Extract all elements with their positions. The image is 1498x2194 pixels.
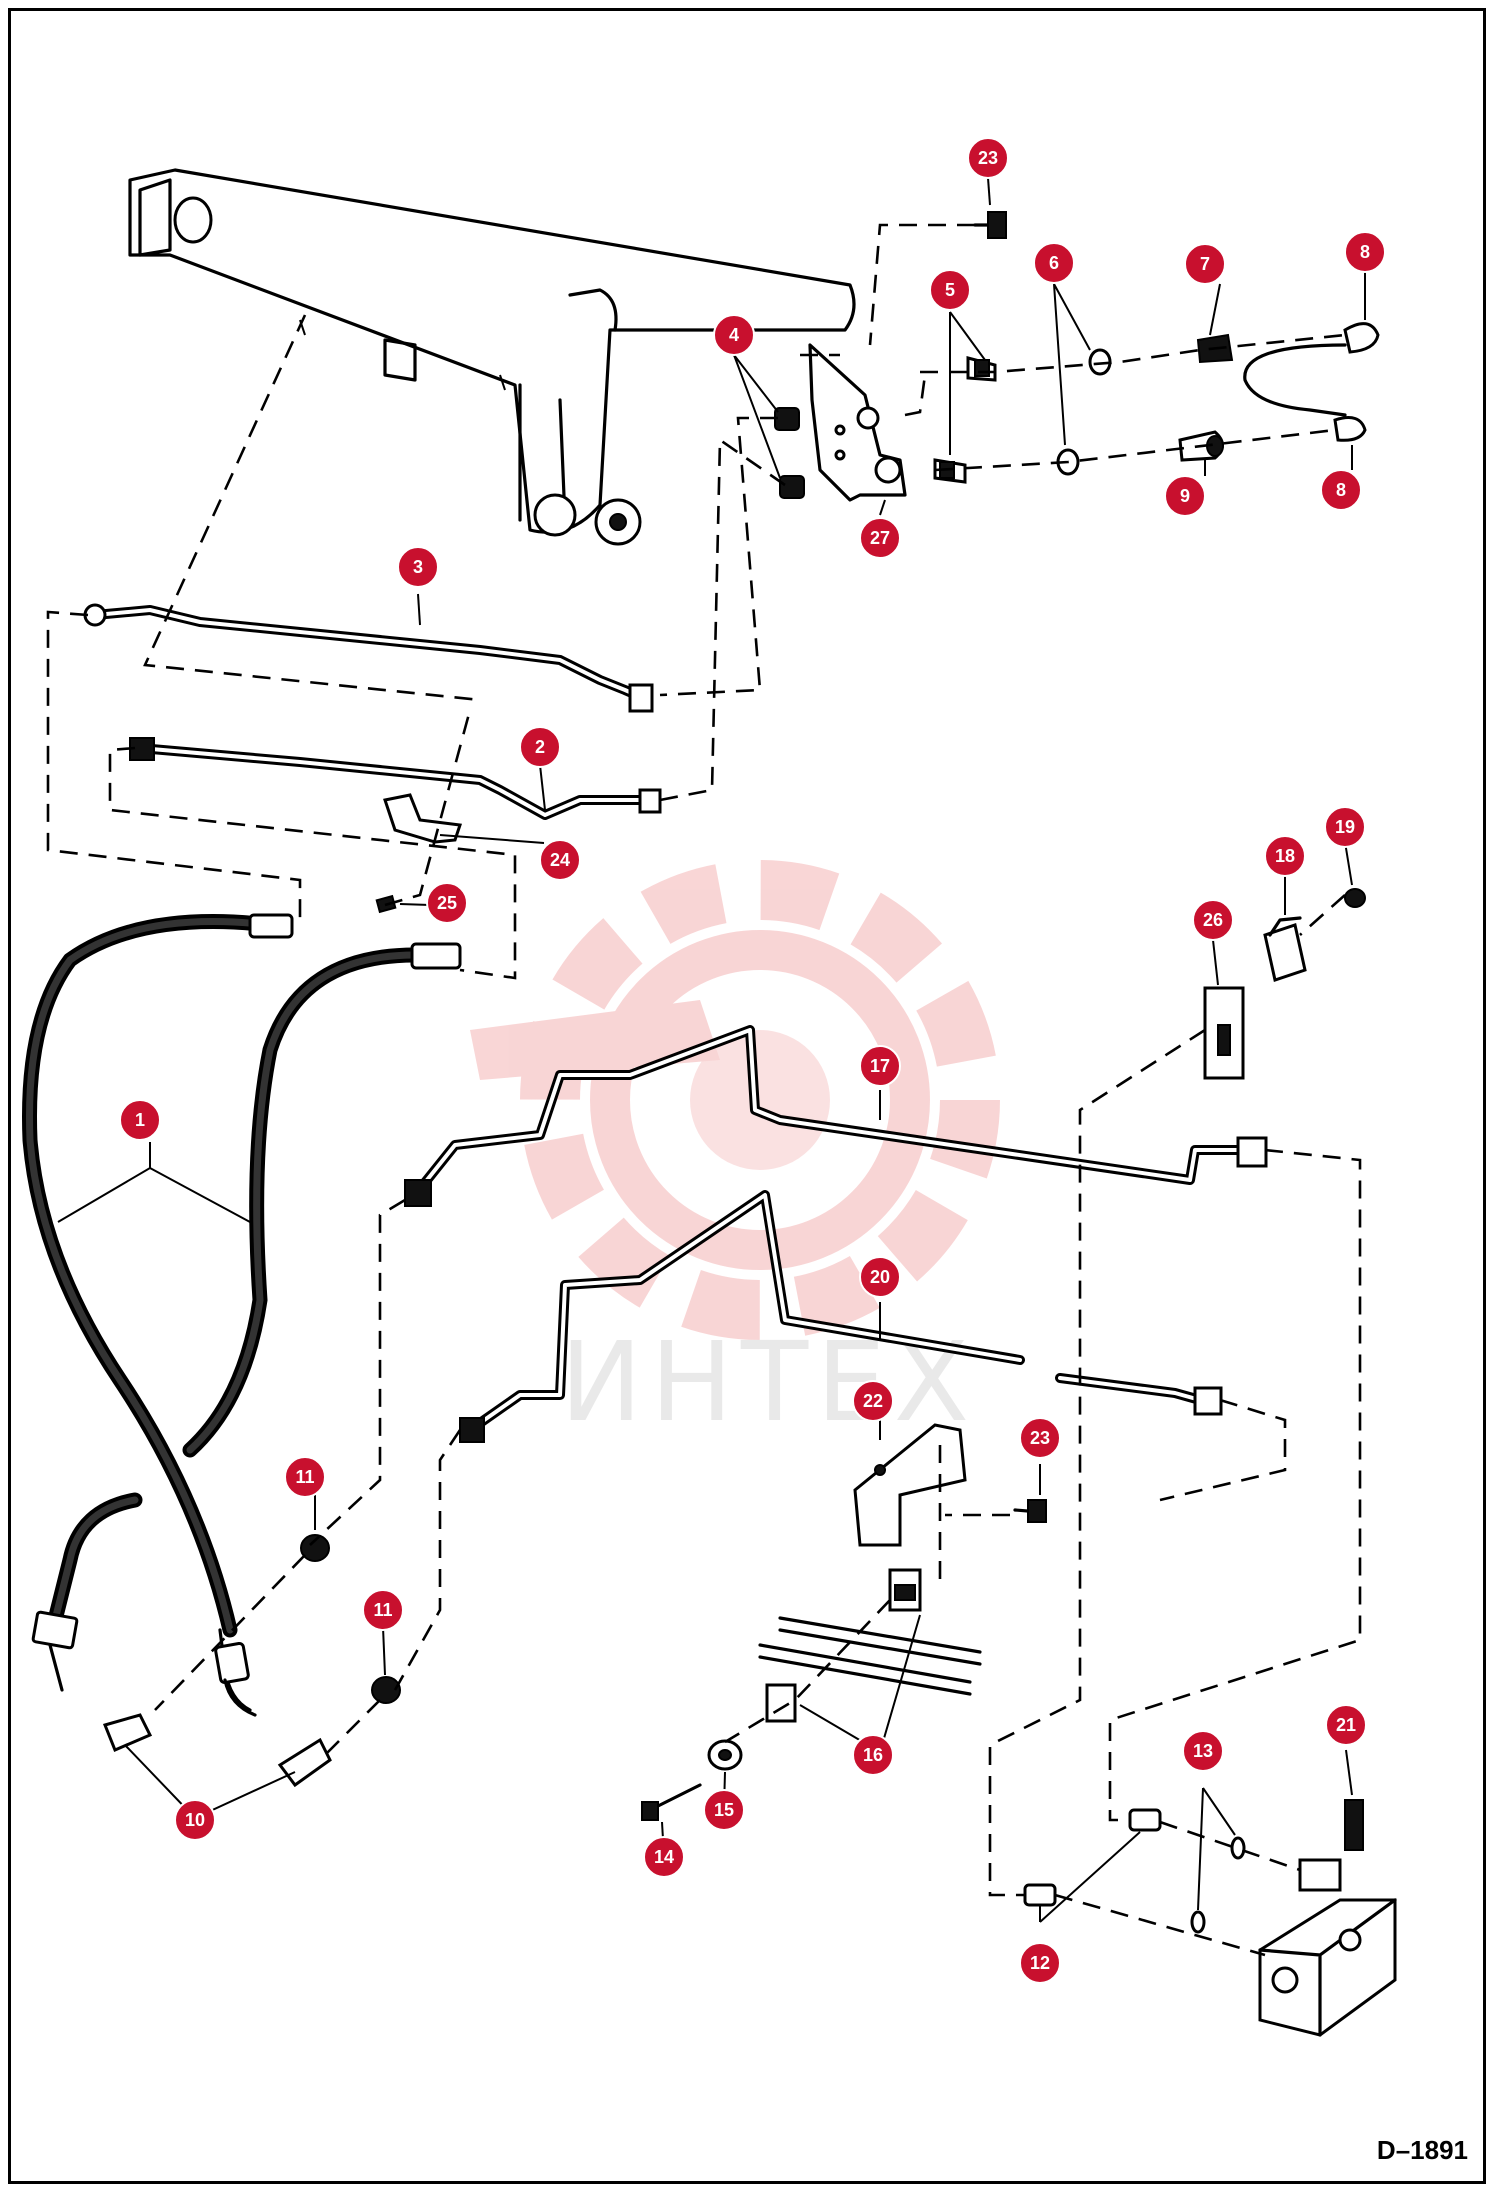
nuts-11 <box>300 1534 401 1704</box>
svg-text:13: 13 <box>1193 1741 1213 1761</box>
adapter-fittings <box>933 356 997 484</box>
svg-text:8: 8 <box>1360 242 1370 262</box>
clamp-plate-26 <box>1203 986 1245 1080</box>
callout-8-top: 8 <box>1344 231 1386 273</box>
watermark-gear-icon <box>470 860 1000 1340</box>
callout-20: 20 <box>859 1256 901 1298</box>
svg-text:5: 5 <box>945 280 955 300</box>
washer-15 <box>707 1739 743 1771</box>
callout-22: 22 <box>852 1380 894 1422</box>
bolt-23-top <box>973 211 1007 239</box>
bolt-14 <box>641 1783 702 1821</box>
svg-text:18: 18 <box>1275 846 1295 866</box>
tube-3 <box>83 603 654 713</box>
svg-text:21: 21 <box>1336 1715 1356 1735</box>
mounting-bracket <box>808 343 907 502</box>
callout-9: 9 <box>1164 475 1206 517</box>
tube-clamp-24 <box>383 793 463 844</box>
hose-1b <box>182 942 462 1458</box>
leader-lines <box>124 177 1366 1923</box>
drawing-frame <box>8 8 1486 2184</box>
callout-16: 16 <box>852 1734 894 1776</box>
callout-4: 4 <box>713 314 755 356</box>
svg-text:3: 3 <box>413 557 423 577</box>
callout-14: 14 <box>643 1836 685 1878</box>
elbow-fittings-10 <box>102 1641 332 1788</box>
callout-11-bottom: 11 <box>362 1589 404 1631</box>
callout-23-top: 23 <box>967 137 1009 179</box>
bulkhead-nuts <box>774 407 805 499</box>
svg-text:23: 23 <box>1030 1428 1050 1448</box>
callout-3: 3 <box>397 546 439 588</box>
tube-2 <box>129 737 662 820</box>
o-rings-13 <box>1190 1836 1246 1934</box>
callout-15: 15 <box>703 1789 745 1831</box>
svg-text:27: 27 <box>870 528 890 548</box>
o-rings <box>1056 348 1112 476</box>
svg-text:17: 17 <box>870 1056 890 1076</box>
callout-19: 19 <box>1324 806 1366 848</box>
dust-caps <box>1243 322 1380 442</box>
control-valve <box>1258 1799 1397 2037</box>
callout-8-bottom: 8 <box>1320 469 1362 511</box>
svg-text:20: 20 <box>870 1267 890 1287</box>
callout-5: 5 <box>929 269 971 311</box>
callout-11-top: 11 <box>284 1456 326 1498</box>
svg-text:16: 16 <box>863 1745 883 1765</box>
callout-2: 2 <box>519 726 561 768</box>
svg-text:4: 4 <box>729 325 739 345</box>
callout-6: 6 <box>1033 242 1075 284</box>
svg-text:23: 23 <box>978 148 998 168</box>
nut-19 <box>1344 888 1366 908</box>
callout-23-mid: 23 <box>1019 1417 1061 1459</box>
svg-text:12: 12 <box>1030 1953 1050 1973</box>
svg-text:24: 24 <box>550 850 570 870</box>
hose-label-bracket <box>57 1166 251 1223</box>
assembly-lines <box>46 223 1362 1957</box>
clamp-bracket-18 <box>1263 916 1307 982</box>
lift-arm <box>128 168 856 546</box>
svg-text:15: 15 <box>714 1800 734 1820</box>
callout-12: 12 <box>1019 1942 1061 1984</box>
hose-1c <box>31 1492 143 1692</box>
callout-7: 7 <box>1184 243 1226 285</box>
clamp-rods <box>758 1616 982 1696</box>
svg-text:26: 26 <box>1203 910 1223 930</box>
callout-18: 18 <box>1264 835 1306 877</box>
tube-17 <box>404 1025 1268 1207</box>
bolt-23-mid <box>1013 1499 1047 1523</box>
callout-24: 24 <box>539 839 581 881</box>
svg-text:19: 19 <box>1335 817 1355 837</box>
callout-25: 25 <box>426 882 468 924</box>
clamp-block-16 <box>765 1568 922 1723</box>
svg-text:11: 11 <box>373 1600 392 1620</box>
svg-text:10: 10 <box>185 1810 205 1830</box>
svg-text:9: 9 <box>1180 486 1190 506</box>
svg-text:11: 11 <box>295 1467 314 1487</box>
callout-26: 26 <box>1192 899 1234 941</box>
watermark: ИНТЕХ <box>470 860 1000 1446</box>
svg-text:1: 1 <box>135 1110 145 1130</box>
adapter-fittings-12 <box>1023 1808 1162 1907</box>
drawing-number: D–1891 <box>1376 2135 1468 2165</box>
svg-text:25: 25 <box>437 893 457 913</box>
svg-text:6: 6 <box>1049 253 1059 273</box>
svg-text:2: 2 <box>535 737 545 757</box>
callout-1: 1 <box>119 1099 161 1141</box>
callouts: 23 5 6 7 8 4 9 8 27 3 2 24 25 19 18 26 1… <box>119 137 1386 1984</box>
callout-21: 21 <box>1325 1704 1367 1746</box>
callout-10: 10 <box>174 1799 216 1841</box>
callout-13: 13 <box>1182 1730 1224 1772</box>
svg-text:7: 7 <box>1200 254 1210 274</box>
svg-text:22: 22 <box>863 1391 883 1411</box>
callout-27: 27 <box>859 517 901 559</box>
quick-couplers <box>1178 333 1234 462</box>
callout-17: 17 <box>859 1045 901 1087</box>
svg-text:14: 14 <box>654 1847 674 1867</box>
clamp-bracket-22 <box>853 1423 967 1547</box>
svg-text:8: 8 <box>1336 480 1346 500</box>
